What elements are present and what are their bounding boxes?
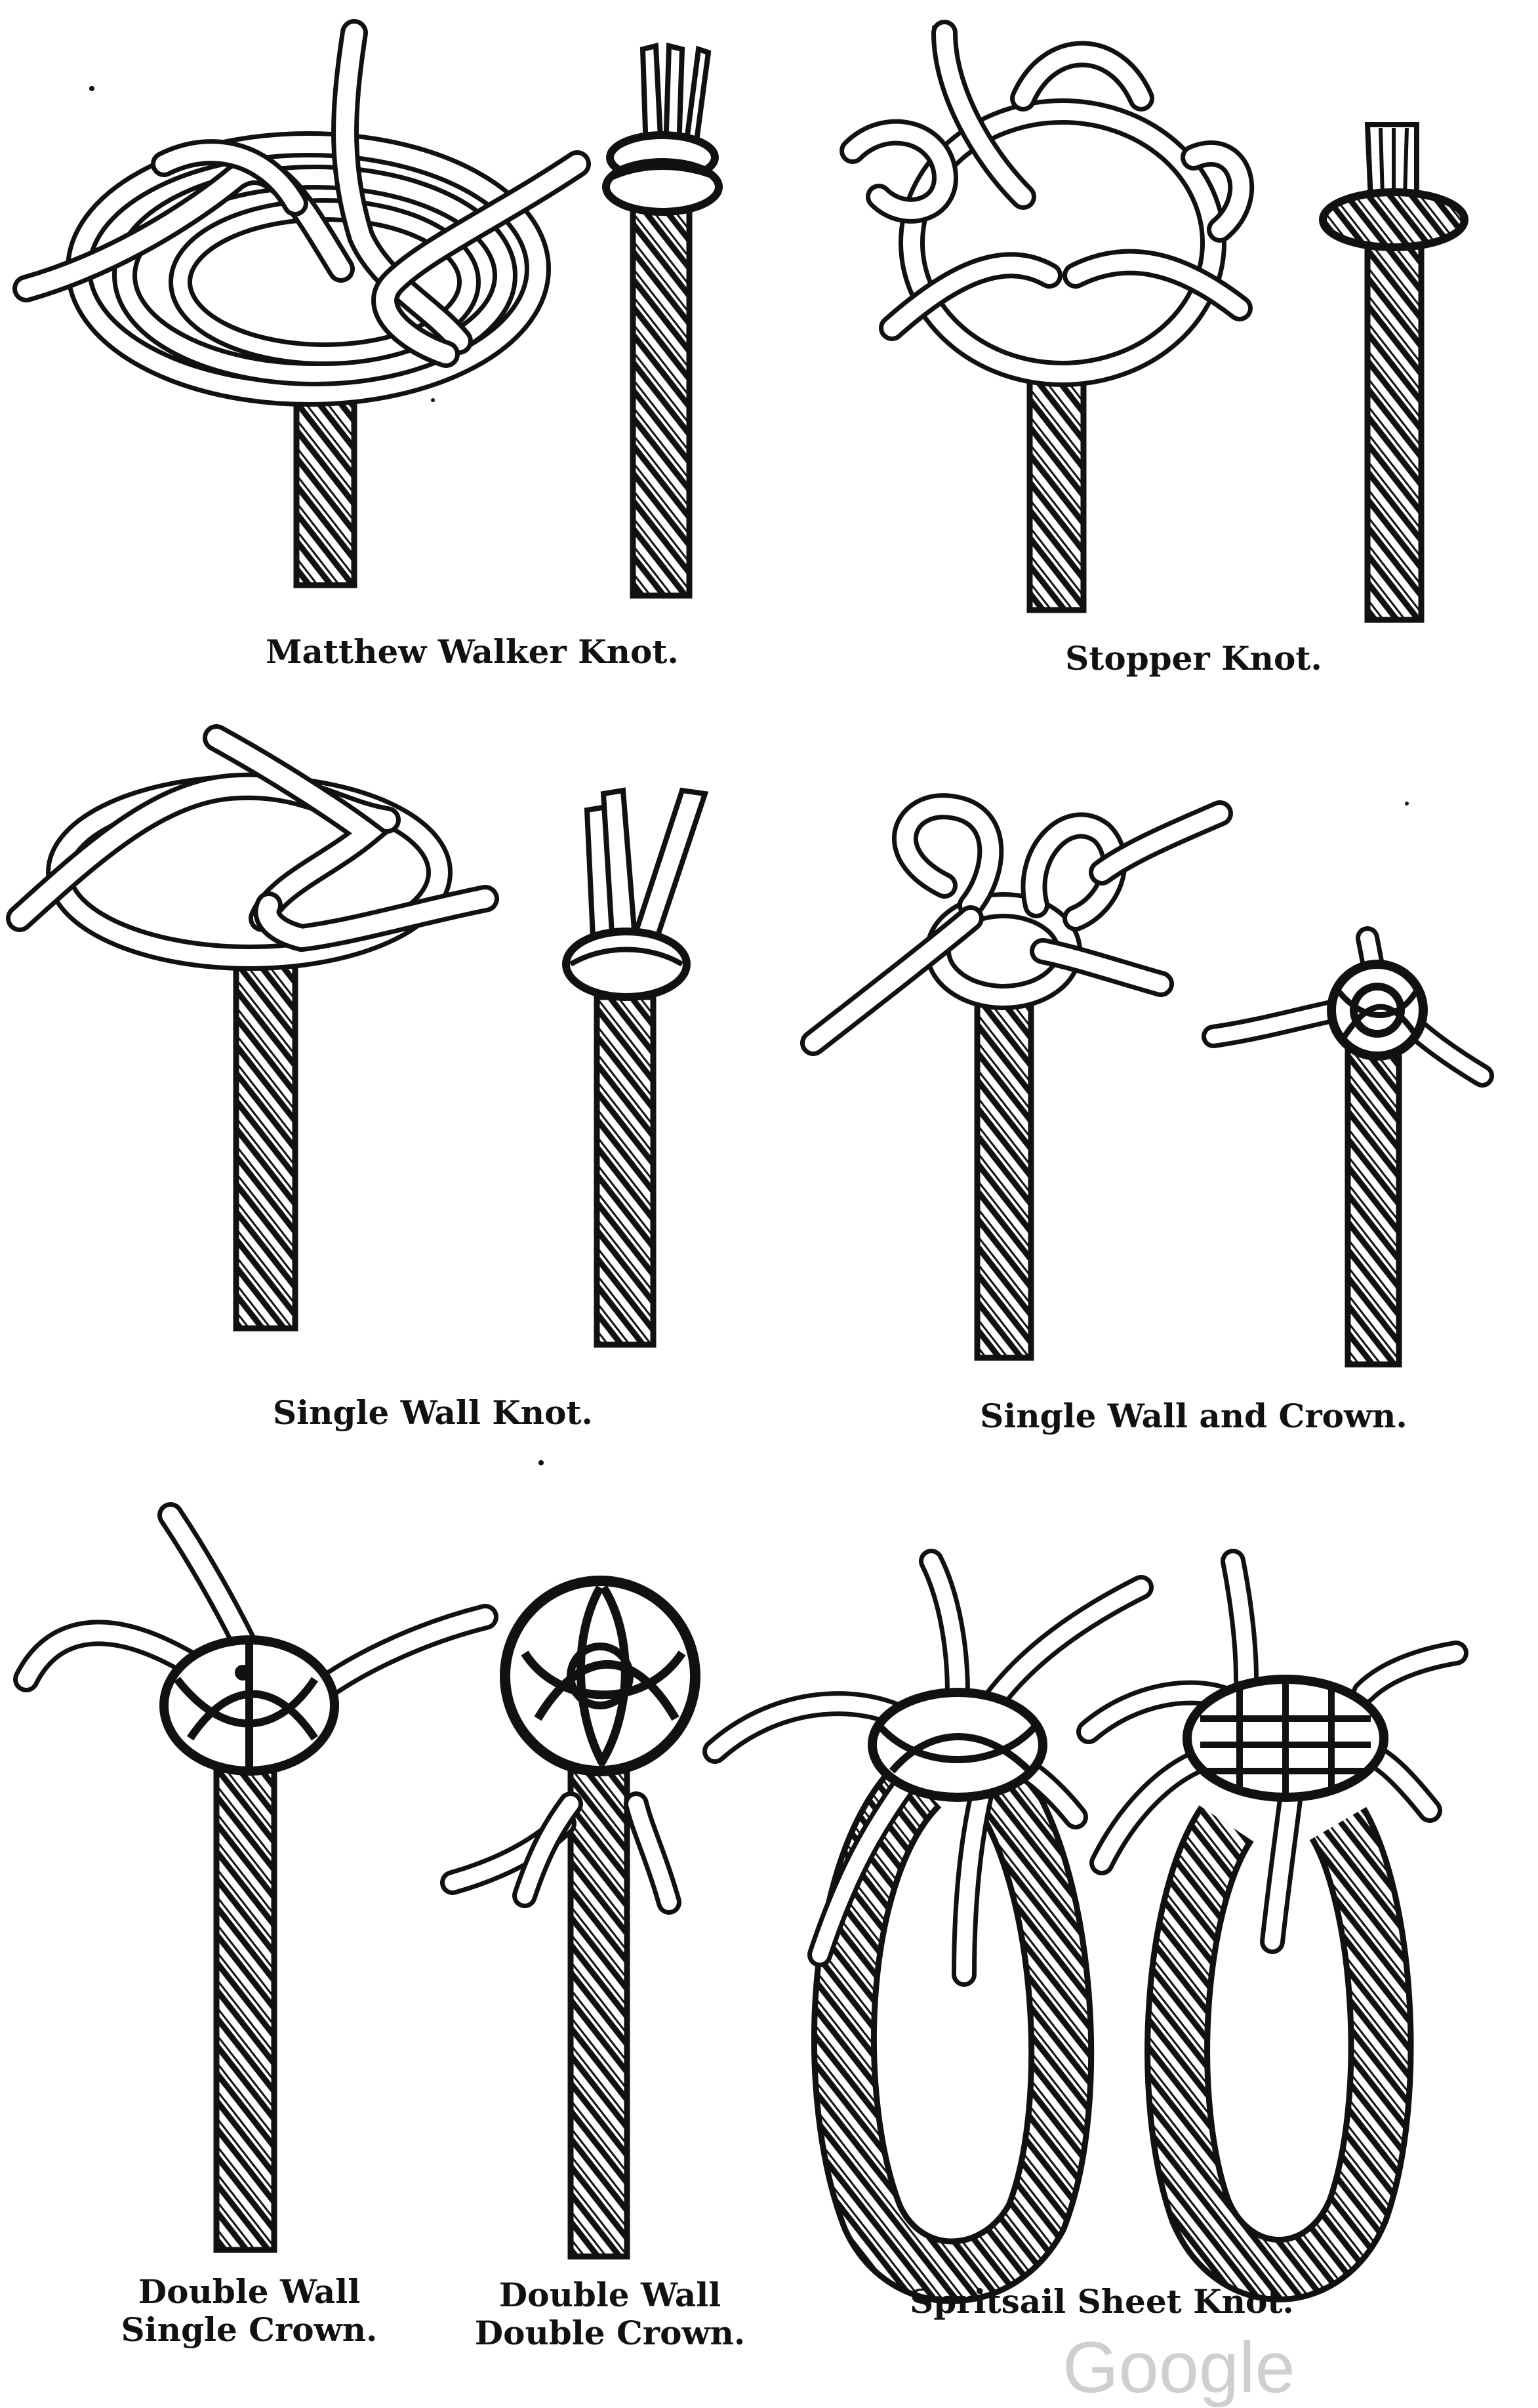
- caption-matthew-walker-knot: Matthew Walker Knot.: [266, 632, 679, 671]
- caption-double-wall-double-crown: Double Wall Double Crown.: [474, 2275, 746, 2352]
- caption-single-wall-knot: Single Wall Knot.: [273, 1393, 593, 1432]
- double-wall-double-crown-drawing: [440, 1576, 700, 2260]
- matthew-walker-knot-drawing: [12, 19, 591, 588]
- single-wall-and-crown-drawing: [800, 793, 1233, 1361]
- double-wall-single-crown-drawing: [13, 1502, 498, 2253]
- single-wall-knot-drawing: [6, 724, 499, 1332]
- single-wall-and-crown-small-drawing: [1202, 926, 1494, 1368]
- matthew-walker-knot-small-drawing: [602, 42, 723, 599]
- spritsail-sheet-knot-left-drawing: [702, 1549, 1154, 2304]
- single-wall-knot-small-drawing: [562, 787, 709, 1348]
- caption-double-wall-single-crown: Double Wall Single Crown.: [121, 2272, 378, 2349]
- stopper-knot-small-drawing: [1319, 122, 1468, 623]
- caption-stopper-knot: Stopper Knot.: [1065, 639, 1322, 678]
- caption-spritsail-sheet-knot: Spritsail Sheet Knot.: [910, 2282, 1294, 2321]
- watermark: Google: [1062, 2327, 1295, 2408]
- print-specks: [89, 25, 1409, 1465]
- caption-single-wall-and-crown: Single Wall and Crown.: [980, 1397, 1407, 1435]
- spritsail-sheet-knot-right-drawing: [1076, 1549, 1468, 2302]
- stopper-knot-drawing: [840, 20, 1255, 613]
